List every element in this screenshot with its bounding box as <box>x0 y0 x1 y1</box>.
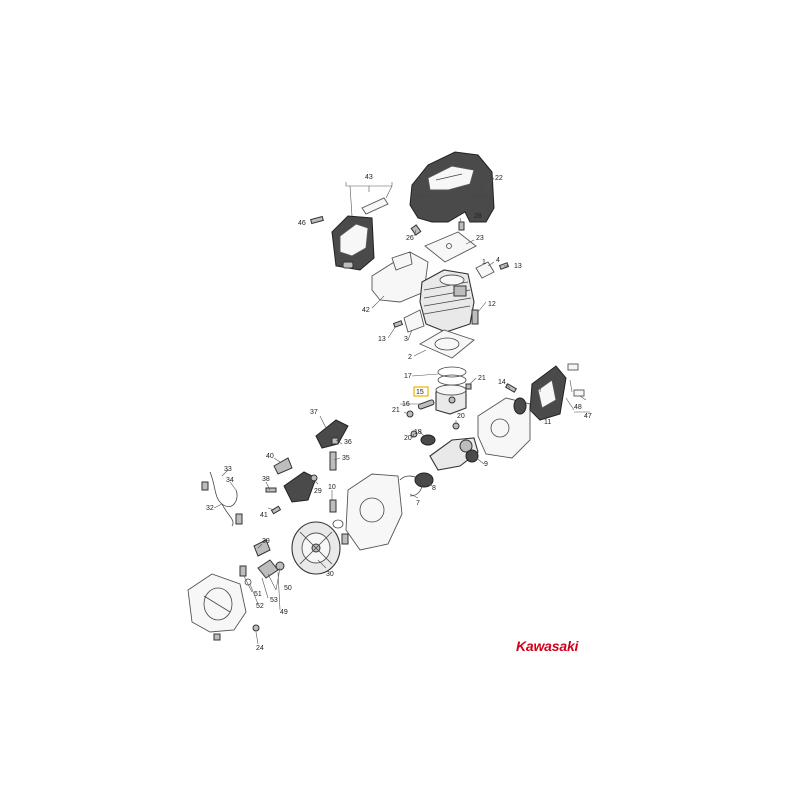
clip-21-left <box>406 410 414 418</box>
callout-13-right: 13 <box>514 263 522 270</box>
starter-housing <box>187 573 247 633</box>
flywheel-30 <box>291 521 341 575</box>
washer-10 <box>332 519 344 529</box>
callout-28: 28 <box>474 213 482 220</box>
screw-38 <box>265 487 277 493</box>
engine-cover <box>409 151 495 223</box>
part-40 <box>273 457 293 475</box>
piston-15 <box>435 384 467 415</box>
callout-50: 50 <box>284 585 292 592</box>
callout-26: 26 <box>406 235 414 242</box>
callout-8: 8 <box>432 485 436 492</box>
callout-40: 40 <box>266 453 274 460</box>
callout-10: 10 <box>328 484 336 491</box>
callout-41: 41 <box>260 512 268 519</box>
callout-33: 33 <box>224 466 232 473</box>
callout-36: 36 <box>344 439 352 446</box>
leader-lines <box>213 177 590 645</box>
callout-7: 7 <box>416 500 420 507</box>
bearing-18 <box>420 434 436 446</box>
callout-20-right: 20 <box>457 413 465 420</box>
callout-3: 3 <box>404 336 408 343</box>
key-flywheel <box>341 533 349 545</box>
clutch-parts <box>239 559 285 586</box>
bolt-14 <box>504 383 518 393</box>
callout-49: 49 <box>280 609 288 616</box>
callout-12: 12 <box>488 301 496 308</box>
callout-1: 1 <box>482 259 486 266</box>
callout-9: 9 <box>484 461 488 468</box>
callout-21-left: 21 <box>392 407 400 414</box>
muffler-bracket <box>361 197 389 215</box>
callout-43: 43 <box>365 174 373 181</box>
part-10 <box>329 499 337 513</box>
callout-13-left: 13 <box>378 336 386 343</box>
callout-42: 42 <box>362 307 370 314</box>
callout-51: 51 <box>254 591 262 598</box>
callout-18: 18 <box>414 429 422 436</box>
callout-labels: 43 46 22 26 28 23 4 13 1 12 42 13 3 2 17… <box>206 174 592 652</box>
muffler <box>331 215 375 271</box>
kawasaki-logo: Kawasaki <box>516 638 579 654</box>
air-filter-cover-37 <box>315 419 349 449</box>
highlight-box-15 <box>413 386 429 397</box>
cylinder <box>419 269 475 333</box>
piston-pin-16 <box>417 399 435 410</box>
wiring-harness <box>201 471 243 527</box>
callout-16: 16 <box>402 401 410 408</box>
bearing-9 <box>465 449 479 463</box>
ignition-coil-38 <box>283 471 317 503</box>
callout-39: 39 <box>262 538 270 545</box>
callout-2: 2 <box>408 354 412 361</box>
gasket-23 <box>424 231 477 263</box>
bolt-24 <box>213 633 221 641</box>
oil-seal-11 <box>513 397 527 415</box>
cylinder-gasket-2 <box>419 329 475 359</box>
callout-11: 11 <box>544 419 551 426</box>
spark-plug-12 <box>471 309 479 325</box>
callout-32: 32 <box>206 505 214 512</box>
callout-34: 34 <box>226 477 234 484</box>
callout-15: 15 <box>416 389 424 396</box>
crankshaft <box>429 437 479 471</box>
gasket-4 <box>475 261 495 279</box>
piston-rings-17 <box>437 366 467 386</box>
plug-boot-35 <box>329 451 337 471</box>
callout-46: 46 <box>298 220 306 227</box>
carburetor-assembly <box>529 365 567 421</box>
fitting-48-top <box>567 363 579 371</box>
callout-24: 24 <box>256 645 264 652</box>
clutch-shoe-39 <box>253 539 271 557</box>
callout-22: 22 <box>495 175 503 182</box>
callout-20-left: 20 <box>404 435 412 442</box>
callout-35: 35 <box>342 455 350 462</box>
screw-13-left <box>392 320 404 328</box>
callout-52: 52 <box>256 603 264 610</box>
circlip-7 <box>399 475 422 497</box>
callout-30: 30 <box>326 571 334 578</box>
crankcase-left <box>345 473 403 551</box>
callout-4: 4 <box>496 257 500 264</box>
callout-38: 38 <box>262 476 270 483</box>
callout-47: 47 <box>584 413 592 420</box>
insulator-3 <box>403 309 425 333</box>
callout-37: 37 <box>310 409 318 416</box>
washer-24 <box>252 624 260 632</box>
screw-41 <box>270 505 282 515</box>
bearing-8 <box>414 472 434 488</box>
clip-21-right <box>465 383 472 390</box>
callout-29: 29 <box>314 488 322 495</box>
callout-53: 53 <box>270 597 278 604</box>
part-29 <box>310 474 318 482</box>
heat-shield-42 <box>371 251 429 303</box>
callout-14: 14 <box>498 379 506 386</box>
callout-48: 48 <box>574 404 582 411</box>
bolt-46 <box>310 215 324 225</box>
fitting-48-bottom <box>573 389 585 397</box>
callout-21-right: 21 <box>478 375 486 382</box>
callout-23: 23 <box>476 235 484 242</box>
screw-28 <box>458 221 465 231</box>
callout-17: 17 <box>404 373 412 380</box>
